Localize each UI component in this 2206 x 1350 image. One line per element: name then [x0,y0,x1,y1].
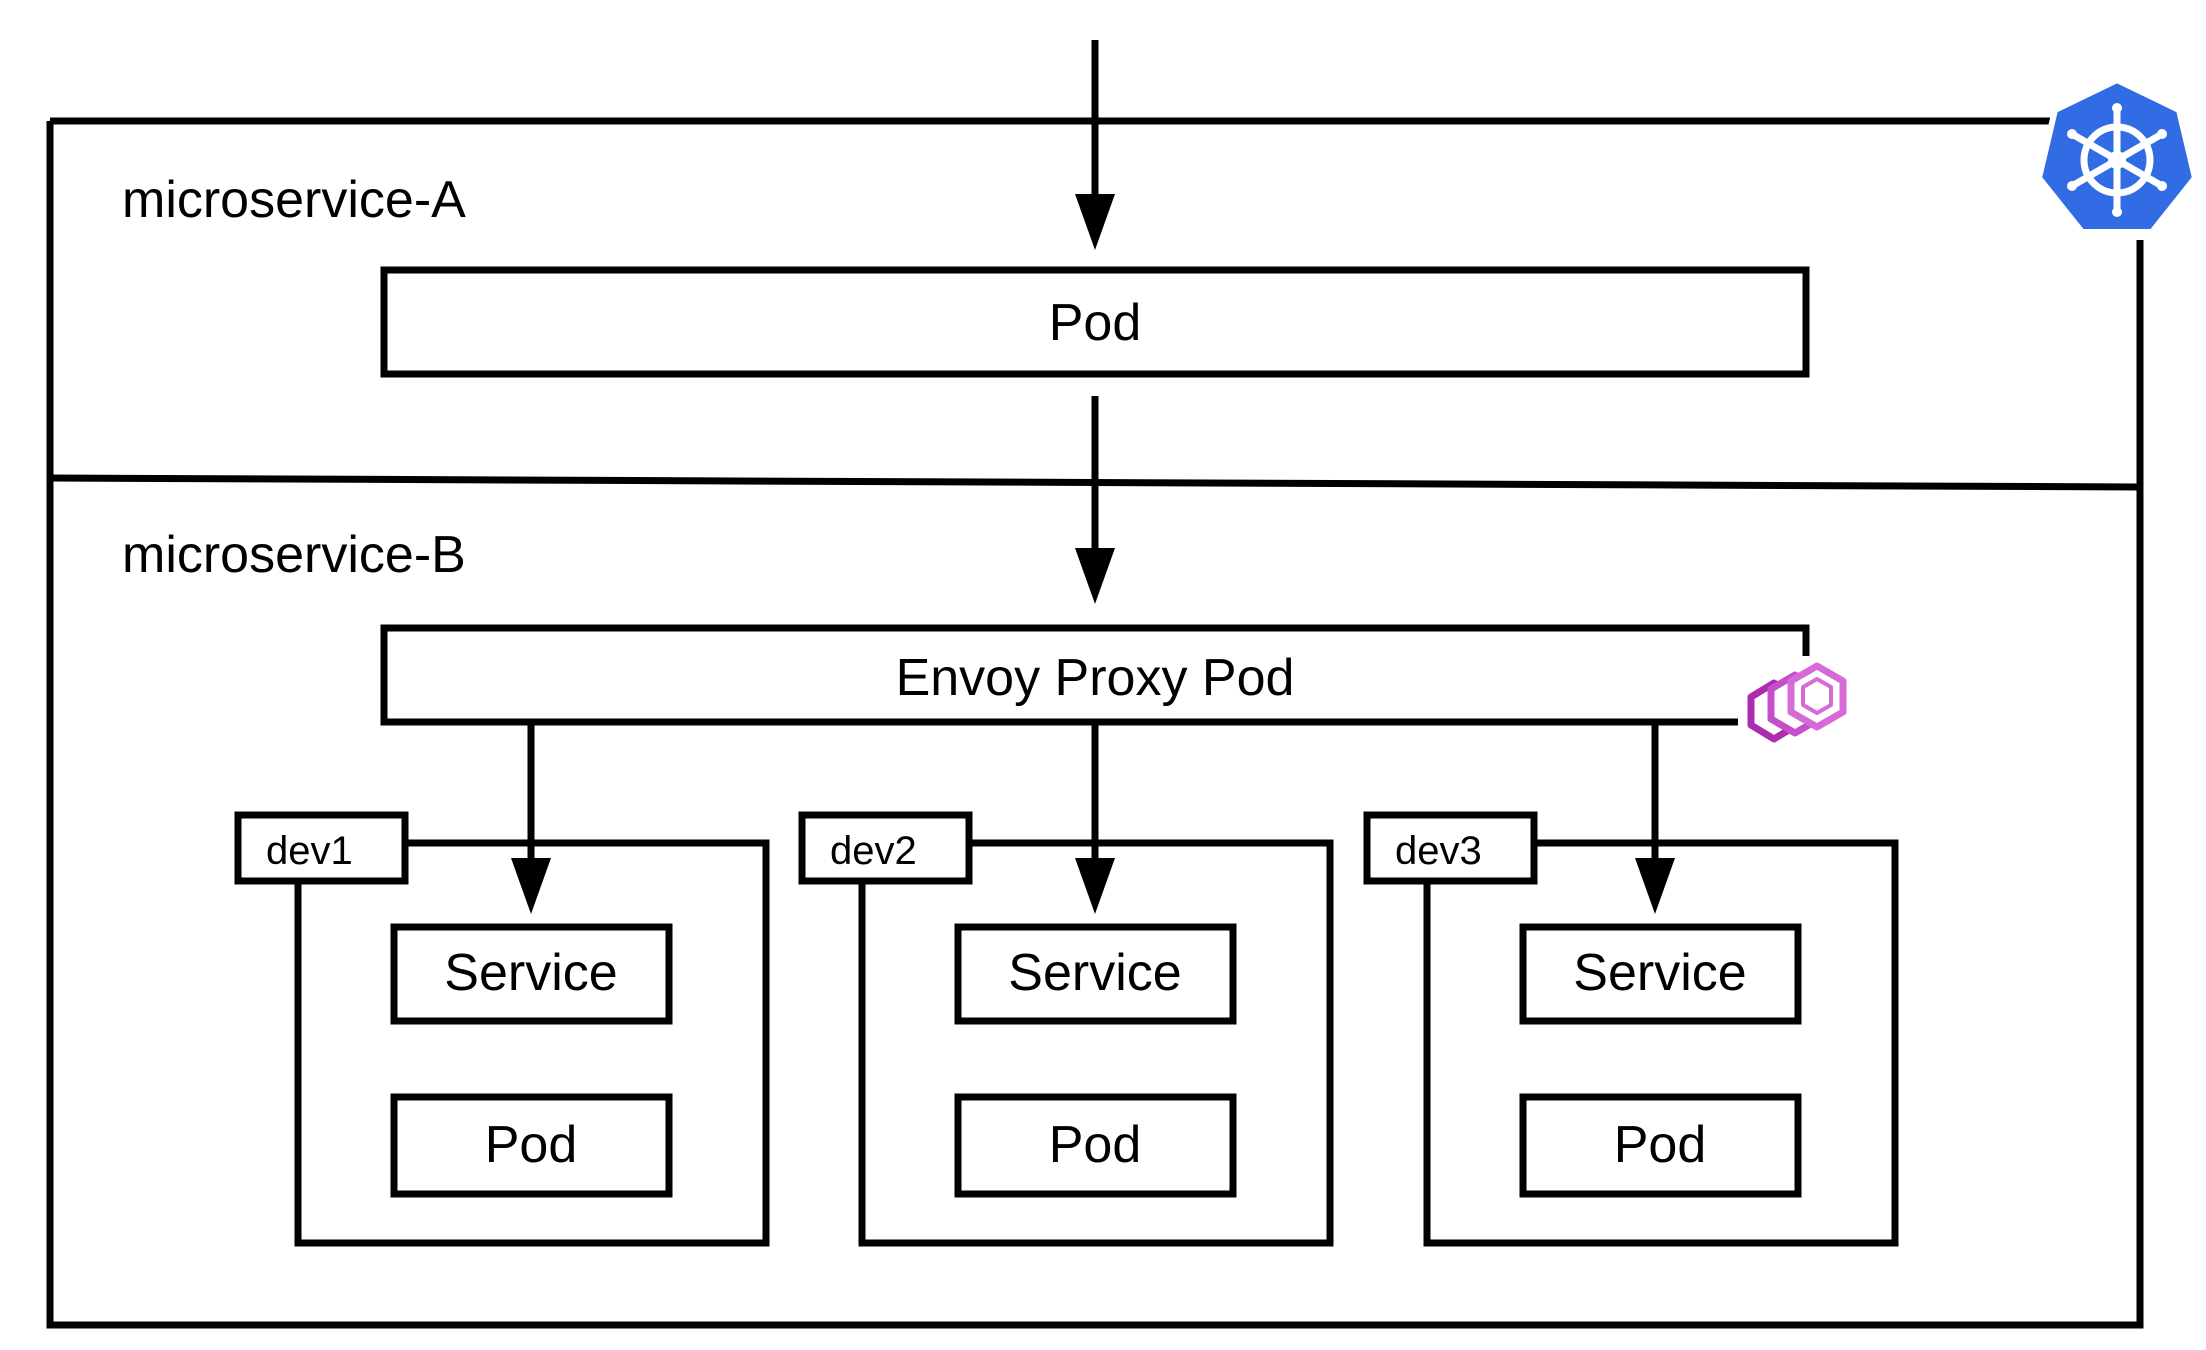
service-box [390,923,673,1025]
section-label-microservice-b: microservice-B [122,526,466,584]
pod-box [390,1093,673,1198]
namespace-tab-dev2 [798,811,973,885]
proxy-to-dev2-arrow [1075,722,1115,914]
proxy-to-dev1-arrow [511,722,551,914]
section-label-microservice-a: microservice-A [122,171,466,229]
namespace-dev3: dev3 Service Pod [1363,811,1899,1247]
pod-label: Pod [485,1116,578,1174]
pod-to-proxy-arrow [1075,396,1115,604]
pod-label: Pod [1049,1116,1142,1174]
service-label: Service [444,944,617,1002]
service-label: Service [1573,944,1746,1002]
namespace-tab-label: dev3 [1395,829,1482,873]
envoy-proxy-label: Envoy Proxy Pod [896,649,1295,707]
namespace-dev1: dev1 Service Pod [234,811,770,1247]
service-box [954,923,1237,1025]
top-pod-box: Pod [380,266,1810,378]
incoming-arrow [1075,40,1115,250]
namespace-tab-dev3 [1363,811,1538,885]
service-box [1519,923,1802,1025]
pod-box [1519,1093,1802,1198]
service-label: Service [1008,944,1181,1002]
namespace-dev2: dev2 Service Pod [798,811,1334,1247]
namespace-tab-label: dev1 [266,829,353,873]
envoy-icon [1747,662,1847,743]
kubernetes-icon [2036,77,2198,235]
proxy-to-dev3-arrow [1635,722,1675,914]
envoy-proxy-box: Envoy Proxy Pod [380,624,1810,726]
pod-box [954,1093,1237,1198]
top-pod-label: Pod [1049,294,1142,352]
pod-label: Pod [1614,1116,1707,1174]
cluster-boundary [46,117,2144,1329]
namespace-tab-dev1 [234,811,409,885]
namespace-tab-label: dev2 [830,829,917,873]
